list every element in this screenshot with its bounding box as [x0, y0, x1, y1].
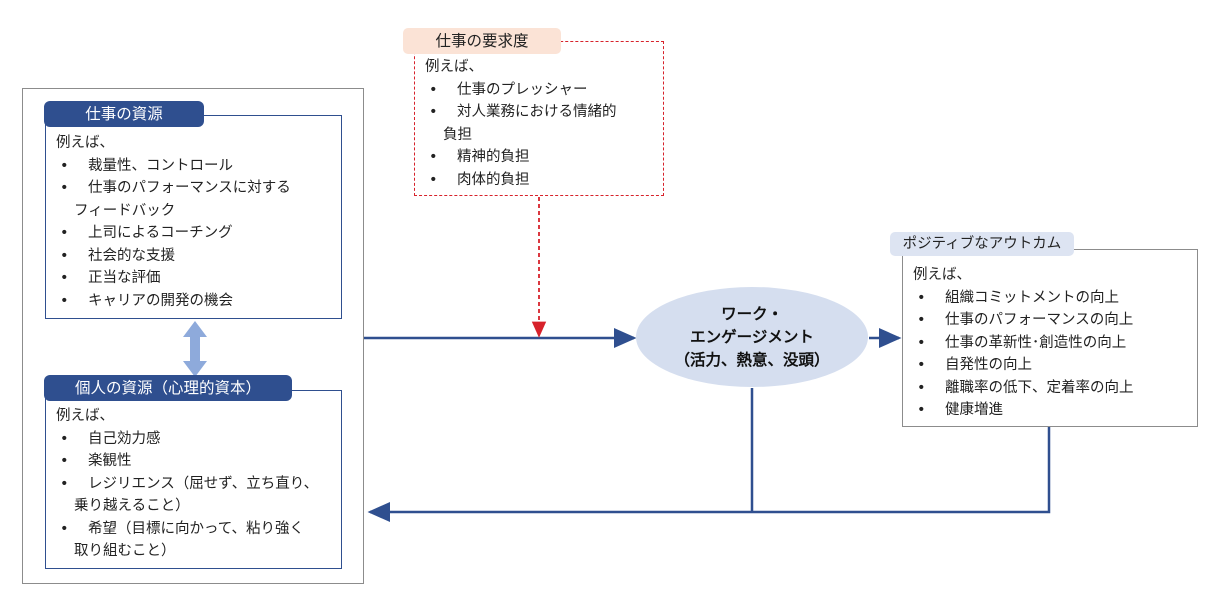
list-item: 正当な評価	[46, 267, 341, 290]
list-item: 肉体的負担	[415, 169, 663, 192]
list-item-continuation: 乗り越えること）	[74, 498, 190, 514]
job-demands-box: 例えば、 仕事のプレッシャー 対人業務における情緒的 負担 精神的負担 肉体的負…	[414, 41, 664, 196]
list-item: 離職率の低下、定着率の向上	[903, 377, 1197, 400]
personal-resources-title: 個人の資源（心理的資本）	[44, 375, 292, 401]
list-item: 自己効力感	[46, 428, 341, 451]
list-item: 対人業務における情緒的	[415, 101, 663, 124]
list-item: 仕事のパフォーマンスの向上	[903, 309, 1197, 332]
list-item: レジリエンス（屈せず、立ち直り、	[46, 473, 341, 496]
list-item: 希望（目標に向かって、粘り強く	[46, 518, 341, 541]
engagement-line-3: （活力、熱意、没頭）	[674, 350, 830, 369]
outcomes-intro: 例えば、	[913, 267, 971, 283]
list-item: 自発性の向上	[903, 354, 1197, 377]
list-item: 裁量性、コントロール	[46, 155, 341, 178]
list-item: 組織コミットメントの向上	[903, 287, 1197, 310]
job-demands-intro: 例えば、	[425, 59, 483, 75]
list-item: 楽観性	[46, 450, 341, 473]
list-item: 仕事のパフォーマンスに対する	[46, 177, 341, 200]
personal-resources-list: 自己効力感 楽観性 レジリエンス（屈せず、立ち直り、 乗り越えること） 希望（目…	[46, 428, 341, 563]
engagement-line-1: ワーク・	[721, 304, 783, 323]
list-item: 健康増進	[903, 399, 1197, 422]
engagement-line-2: エンゲージメント	[690, 327, 814, 346]
bidirectional-arrow	[183, 321, 207, 377]
personal-resources-box: 例えば、 自己効力感 楽観性 レジリエンス（屈せず、立ち直り、 乗り越えること）…	[45, 390, 342, 569]
job-resources-title: 仕事の資源	[44, 101, 204, 127]
work-engagement-node: ワーク・ エンゲージメント （活力、熱意、没頭）	[636, 287, 868, 387]
personal-resources-intro: 例えば、	[56, 408, 114, 424]
list-item: 精神的負担	[415, 146, 663, 169]
job-demands-list: 仕事のプレッシャー 対人業務における情緒的 負担 精神的負担 肉体的負担	[415, 79, 663, 192]
list-item: キャリアの開発の機会	[46, 290, 341, 313]
job-resources-intro: 例えば、	[56, 135, 114, 151]
job-resources-box: 例えば、 裁量性、コントロール 仕事のパフォーマンスに対する フィードバック 上…	[45, 115, 342, 319]
list-item: 仕事の革新性･創造性の向上	[903, 332, 1197, 355]
list-item-continuation: 取り組むこと）	[74, 543, 176, 559]
job-demands-title: 仕事の要求度	[403, 28, 561, 54]
list-item: 仕事のプレッシャー	[415, 79, 663, 102]
outcome-feedback-line	[367, 427, 1051, 522]
list-item: 上司によるコーチング	[46, 222, 341, 245]
list-item-continuation: 負担	[443, 126, 472, 143]
resources-outer-box	[22, 88, 364, 584]
job-resources-list: 裁量性、コントロール 仕事のパフォーマンスに対する フィードバック 上司によるコ…	[46, 155, 341, 313]
outcomes-list: 組織コミットメントの向上 仕事のパフォーマンスの向上 仕事の革新性･創造性の向上…	[903, 287, 1197, 422]
positive-outcomes-box: 例えば、 組織コミットメントの向上 仕事のパフォーマンスの向上 仕事の革新性･創…	[902, 249, 1198, 427]
positive-outcomes-title: ポジティブなアウトカム	[890, 232, 1074, 256]
list-item-continuation: フィードバック	[74, 202, 176, 219]
list-item: 社会的な支援	[46, 245, 341, 268]
